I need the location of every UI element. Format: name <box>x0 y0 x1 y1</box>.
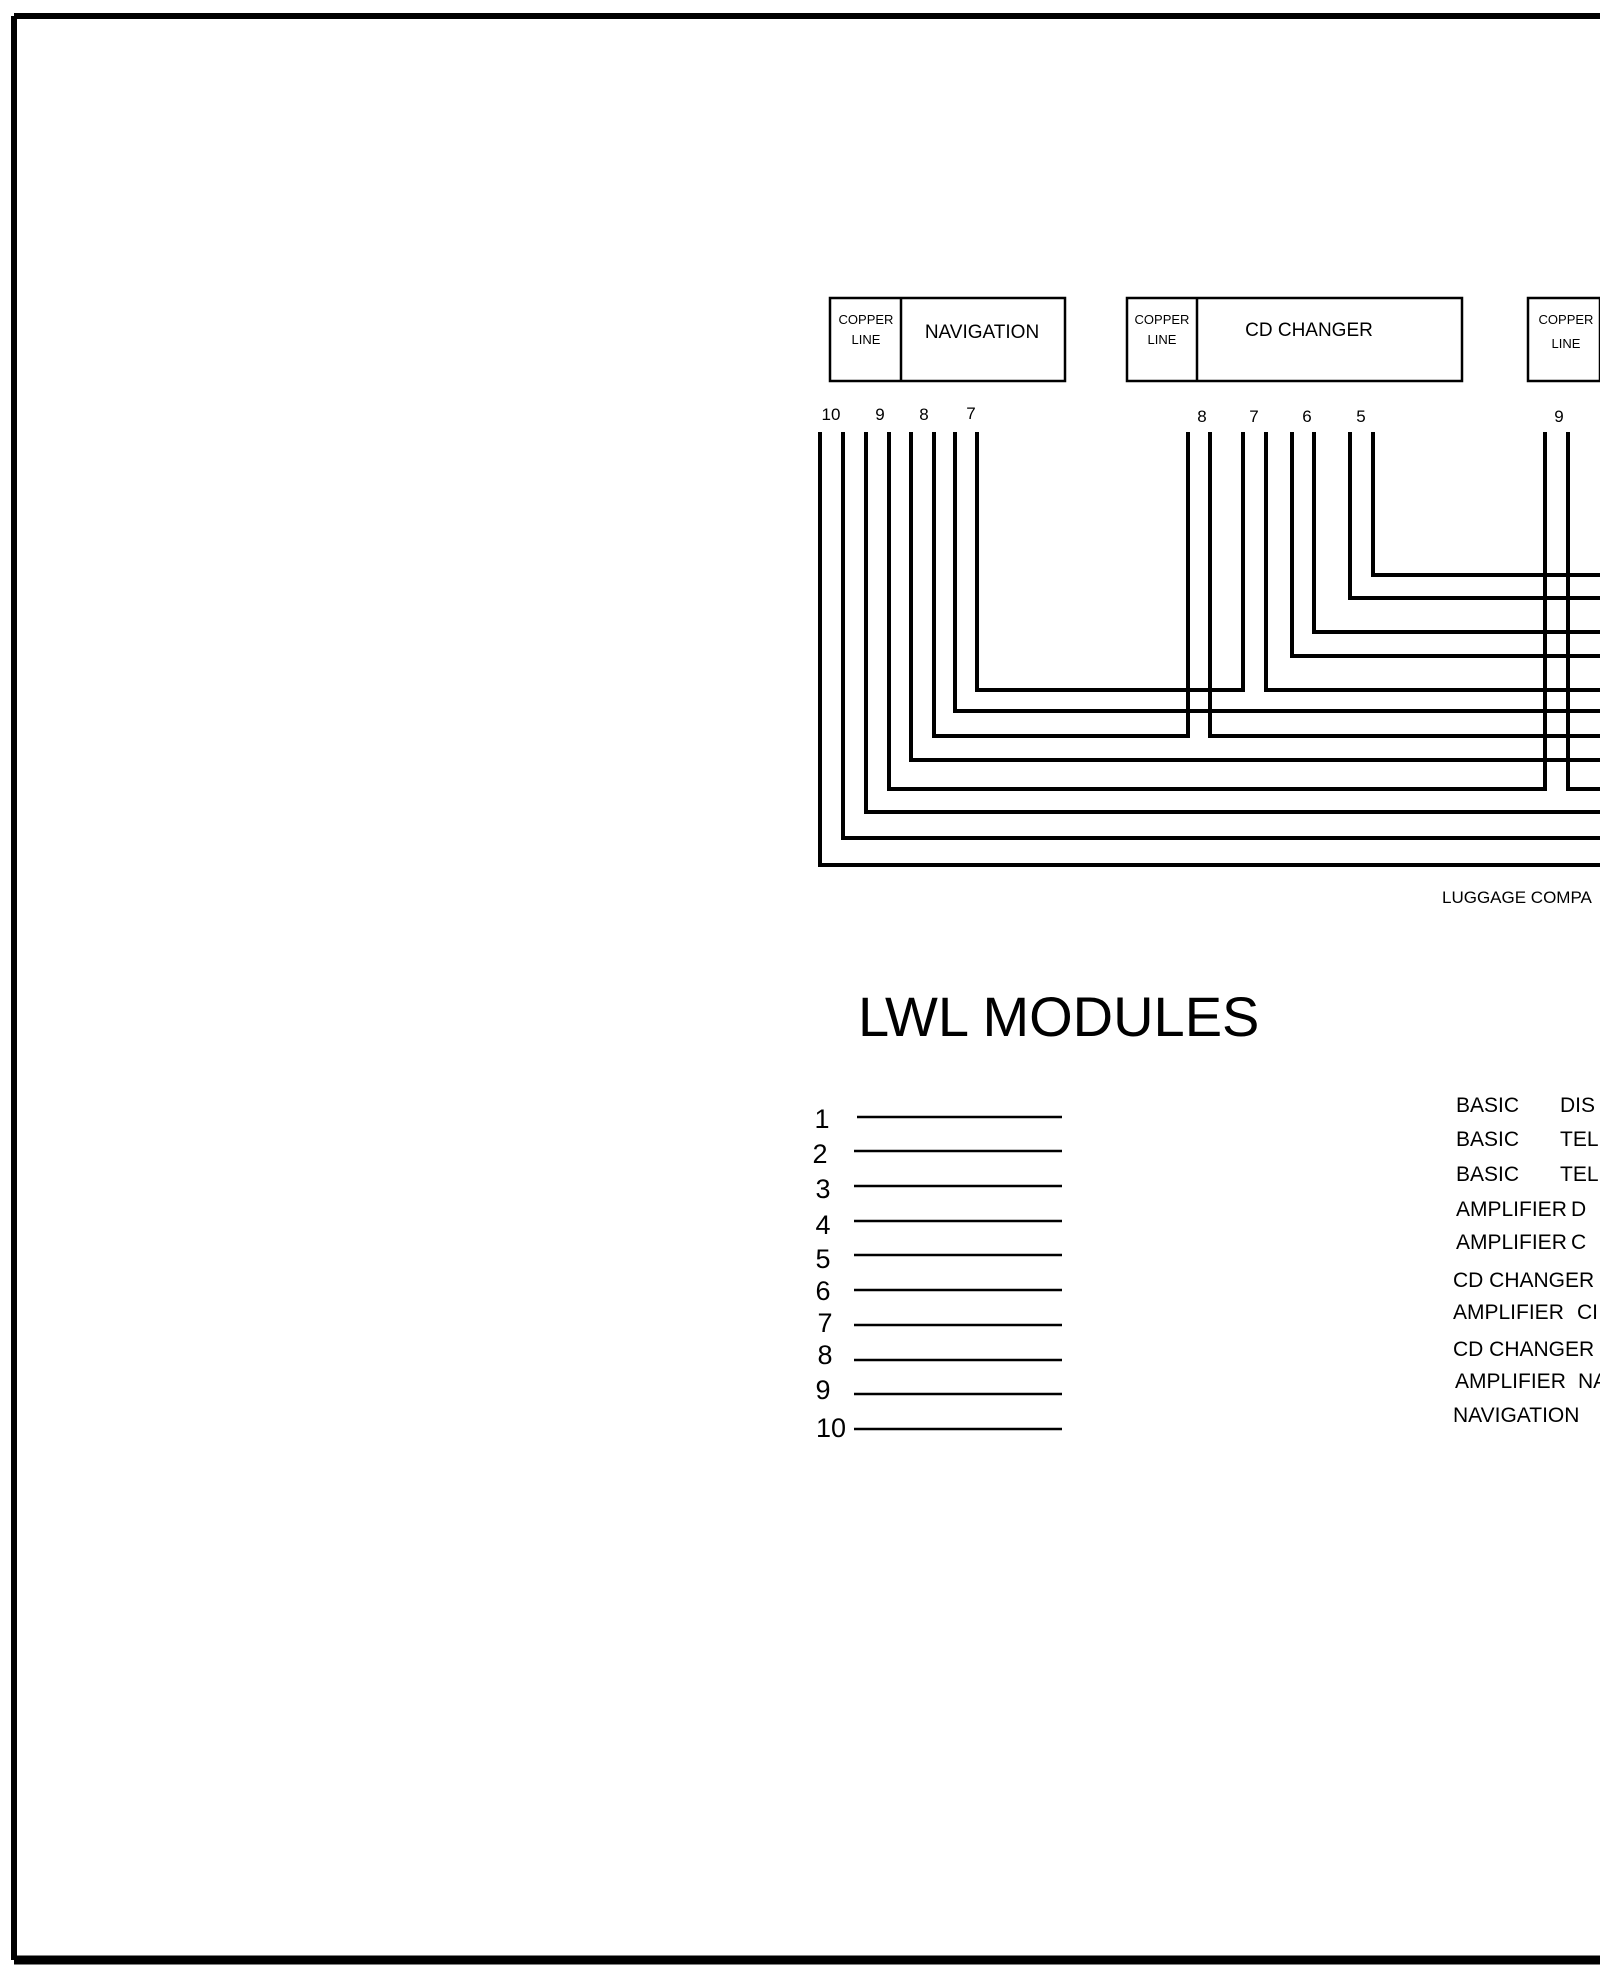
pin-label: 9 <box>1554 407 1563 426</box>
legend-number: 6 <box>815 1276 830 1306</box>
legend-entry-b: D <box>1571 1198 1586 1221</box>
pin-label: 7 <box>1249 407 1258 426</box>
pin-label: 5 <box>1356 407 1365 426</box>
navigation-module: COPPER LINE NAVIGATION <box>828 296 1067 383</box>
copper-line-label-bottom: LINE <box>1552 336 1581 351</box>
navigation-label: NAVIGATION <box>925 322 1039 343</box>
copper-line-label-top: COPPER <box>839 312 894 327</box>
legend-entry-a: CD CHANGER <box>1453 1269 1594 1292</box>
legend-entry-a: CD CHANGER <box>1453 1338 1594 1361</box>
legend-entry-a: AMPLIFIER <box>1453 1301 1564 1324</box>
third-module: COPPER LINE <box>1526 296 1600 383</box>
cd-changer-label: CD CHANGER <box>1245 320 1373 341</box>
legend-number: 3 <box>815 1174 830 1204</box>
pin-label: 8 <box>1197 407 1206 426</box>
pin-label: 7 <box>966 404 975 423</box>
copper-line-label-bottom: LINE <box>1148 332 1177 347</box>
legend-entry-a: BASIC <box>1456 1163 1519 1186</box>
legend-entry-a: BASIC <box>1456 1094 1519 1117</box>
legend-number: 2 <box>812 1139 827 1169</box>
legend-number: 4 <box>815 1210 830 1240</box>
legend-entry-a: AMPLIFIER <box>1455 1370 1566 1393</box>
section-title: LWL MODULES <box>858 985 1259 1048</box>
legend-entry-b: TEL <box>1560 1163 1599 1186</box>
fiber-wires <box>818 432 1600 867</box>
legend-entry-b: TEL <box>1560 1128 1599 1151</box>
legend-number: 1 <box>814 1104 829 1134</box>
pin-numbers: 10 9 8 7 8 7 6 5 9 <box>822 404 1564 426</box>
legend-entry-b: C <box>1571 1231 1586 1254</box>
legend-entry-b: DIS <box>1560 1094 1595 1117</box>
pin-label: 6 <box>1302 407 1311 426</box>
legend-entry-a: BASIC <box>1456 1128 1519 1151</box>
legend-entry-b: NA <box>1578 1370 1600 1393</box>
cd-changer-module: COPPER LINE CD CHANGER <box>1125 296 1464 383</box>
legend-number: 8 <box>817 1340 832 1370</box>
legend-entry-a: AMPLIFIER <box>1456 1198 1567 1221</box>
legend-entry-b: CI <box>1577 1301 1598 1324</box>
copper-line-label-top: COPPER <box>1539 312 1594 327</box>
legend-number: 7 <box>817 1308 832 1338</box>
legend-entry-a: AMPLIFIER <box>1456 1231 1567 1254</box>
pin-label: 10 <box>822 405 841 424</box>
legend-lines: 1 2 3 4 5 6 7 8 9 10 <box>812 1104 1062 1443</box>
legend-number: 5 <box>815 1244 830 1274</box>
page-frame <box>11 13 1600 1965</box>
luggage-compartment-label: LUGGAGE COMPA <box>1442 888 1593 907</box>
pin-label: 9 <box>875 405 884 424</box>
legend-entry-a: NAVIGATION <box>1453 1404 1579 1427</box>
legend-number: 9 <box>815 1375 830 1405</box>
pin-label: 8 <box>919 405 928 424</box>
legend-entries: BASIC DIS BASIC TEL BASIC TEL AMPLIFIER … <box>1453 1094 1600 1427</box>
copper-line-label-top: COPPER <box>1135 312 1190 327</box>
copper-line-label-bottom: LINE <box>852 332 881 347</box>
legend-number: 10 <box>816 1413 846 1443</box>
